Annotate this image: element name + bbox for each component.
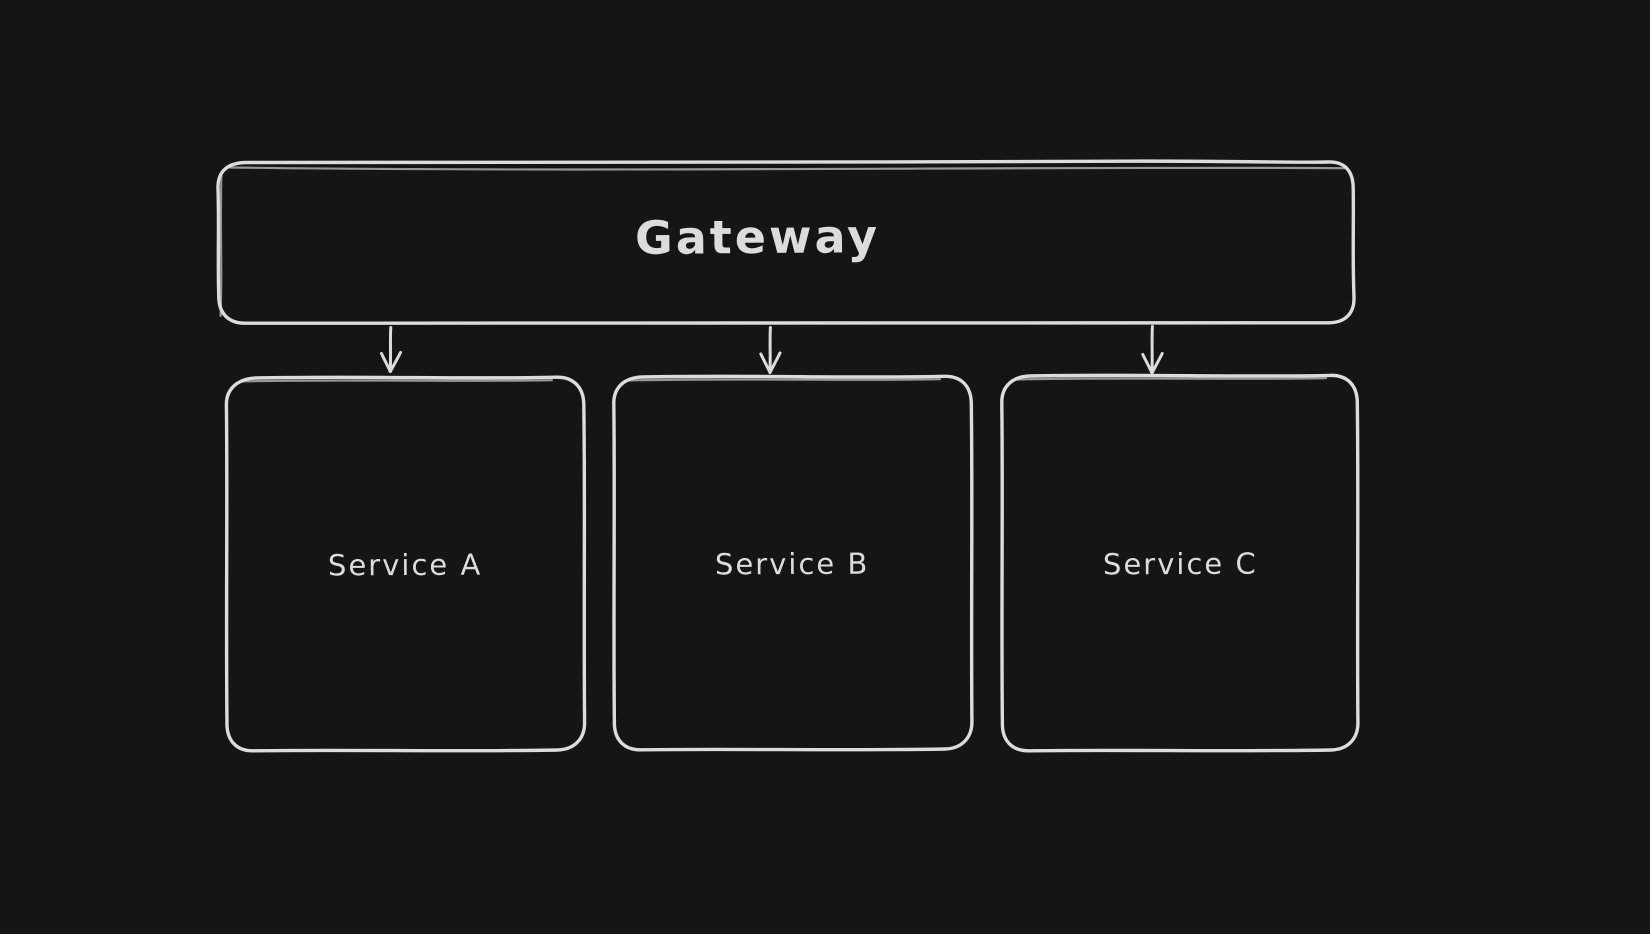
service-b-node[interactable]: Service B (613, 376, 972, 751)
gateway-node-shape[interactable] (216, 159, 1356, 326)
service-a-node-shape[interactable] (224, 375, 587, 753)
arrow-gateway-to-service-b[interactable] (759, 326, 782, 374)
gateway-node-label: Gateway (635, 208, 881, 265)
service-a-node-label: Service A (328, 547, 483, 582)
service-c-node-label: Service C (1102, 546, 1258, 581)
gateway-node[interactable]: Gateway (218, 161, 1354, 324)
service-a-node[interactable]: Service A (226, 377, 585, 752)
arrow-gateway-to-service-a[interactable] (380, 326, 402, 373)
service-b-node-shape[interactable] (612, 374, 974, 752)
service-c-node-shape[interactable] (1000, 373, 1360, 753)
service-c-node[interactable]: Service C (1002, 375, 1358, 752)
service-b-node-label: Service B (715, 546, 870, 581)
arrow-gateway-to-service-c[interactable] (1141, 325, 1164, 375)
